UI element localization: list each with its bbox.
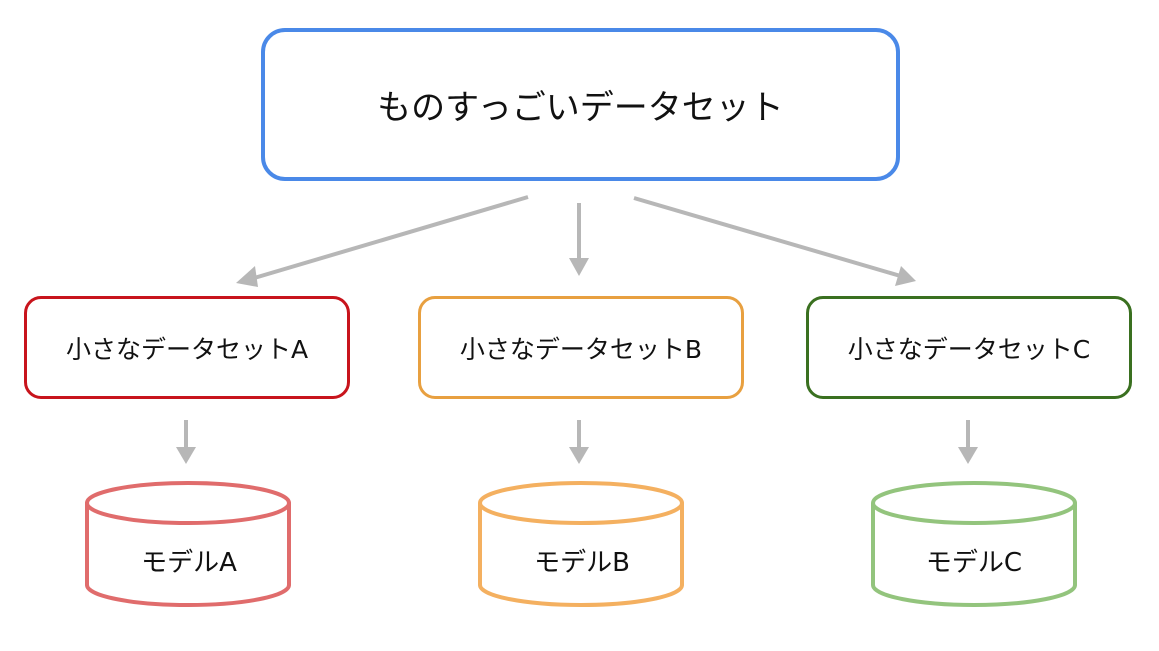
dataset-a-box: 小さなデータセットA [24, 296, 350, 399]
dataset-a-label: 小さなデータセットA [65, 334, 309, 364]
model-c-label: モデルC [925, 548, 1023, 578]
model-a-label: モデルA [141, 548, 237, 578]
main-dataset-box: ものすっごいデータセット [261, 28, 900, 181]
model-b-cylinder [478, 481, 684, 607]
arrow-head-model-a [176, 447, 196, 464]
arrow-main-to-dataset-a [243, 195, 529, 283]
arrow-head-model-b [569, 447, 589, 464]
model-b-label: モデルB [534, 548, 630, 578]
main-dataset-label: ものすっごいデータセット [377, 88, 784, 128]
arrow-head-model-c [958, 447, 978, 464]
dataset-b-box: 小さなデータセットB [418, 296, 744, 399]
dataset-c-label: 小さなデータセットC [847, 334, 1091, 364]
arrow-main-to-dataset-c [633, 196, 905, 279]
arrow-head-dataset-a [236, 266, 258, 287]
arrow-head-dataset-c [895, 266, 916, 286]
dataset-c-box: 小さなデータセットC [806, 296, 1132, 399]
model-a-cylinder [85, 481, 291, 607]
arrow-head-dataset-b [569, 258, 589, 276]
dataset-b-label: 小さなデータセットB [459, 334, 703, 364]
model-c-cylinder [871, 481, 1077, 607]
